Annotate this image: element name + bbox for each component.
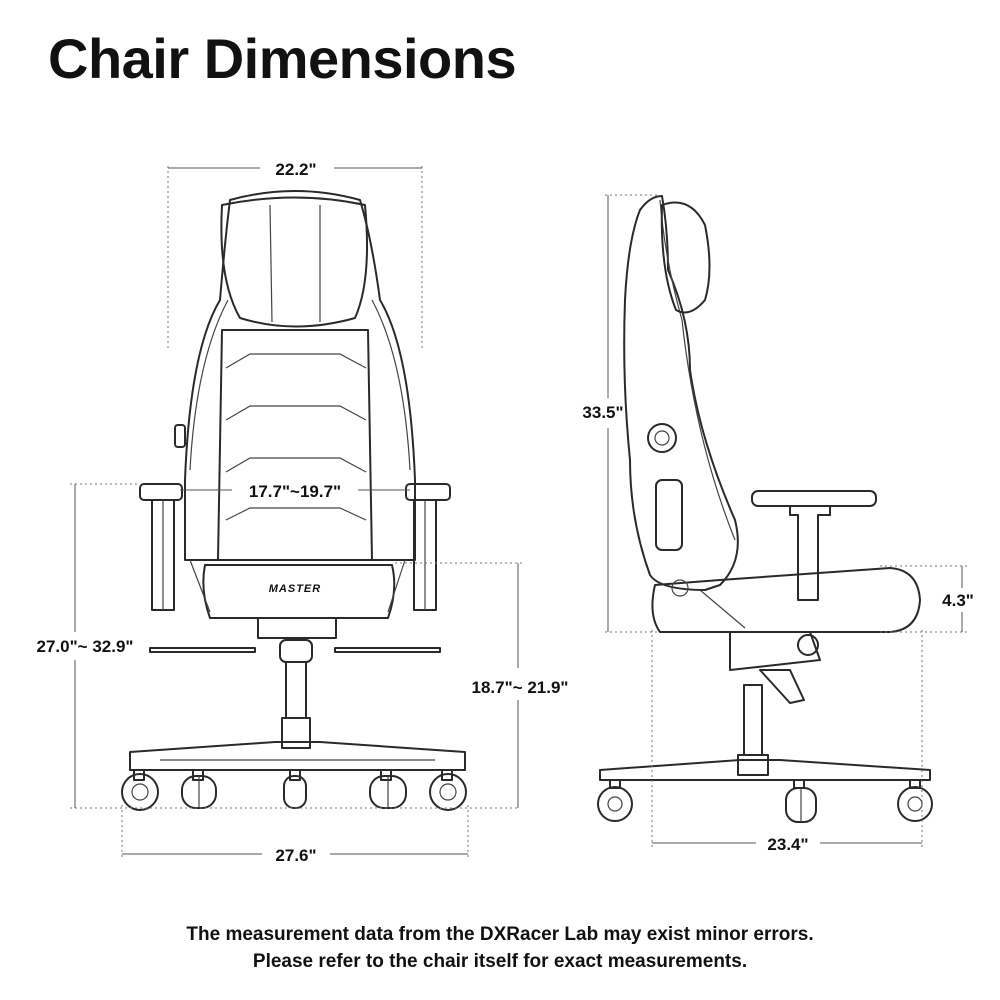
armrest-height-label: 27.0"~ 32.9"	[37, 637, 134, 656]
front-view-chair: MASTER	[121, 190, 467, 811]
backrest-height-label: 33.5"	[582, 403, 623, 422]
footnote-line-2: Please refer to the chair itself for exa…	[252, 951, 748, 972]
side-casters	[597, 779, 933, 823]
footnote-line-1: The measurement data from the DXRacer La…	[186, 924, 814, 945]
front-backrest-outline	[184, 190, 416, 561]
front-gas-lift	[279, 639, 313, 749]
seat-thickness-label: 4.3"	[942, 591, 974, 610]
front-dimension-lines	[70, 166, 522, 858]
seat-width-label: 17.7"~19.7"	[249, 482, 341, 501]
side-dimension-lines	[605, 194, 968, 848]
seat-height-label: 18.7"~ 21.9"	[472, 678, 569, 697]
front-right-armrest	[405, 483, 451, 611]
side-star-base	[599, 759, 931, 781]
front-left-armrest	[139, 483, 183, 611]
base-width-label: 27.6"	[275, 846, 316, 865]
side-gas-lift	[737, 684, 769, 776]
side-seat	[651, 567, 921, 633]
side-view-chair	[597, 195, 933, 823]
front-casters	[121, 769, 467, 811]
side-armrest	[751, 490, 877, 601]
side-headrest	[660, 201, 711, 314]
seat-logo: MASTER	[269, 583, 321, 595]
page-title: Chair Dimensions	[48, 27, 517, 90]
seat-back-width-label: 22.2"	[275, 160, 316, 179]
base-depth-label: 23.4"	[767, 835, 808, 854]
front-headrest	[220, 196, 369, 328]
front-seat-cushion	[202, 564, 396, 619]
front-backrest-panel	[217, 329, 373, 561]
front-star-base	[129, 741, 466, 771]
